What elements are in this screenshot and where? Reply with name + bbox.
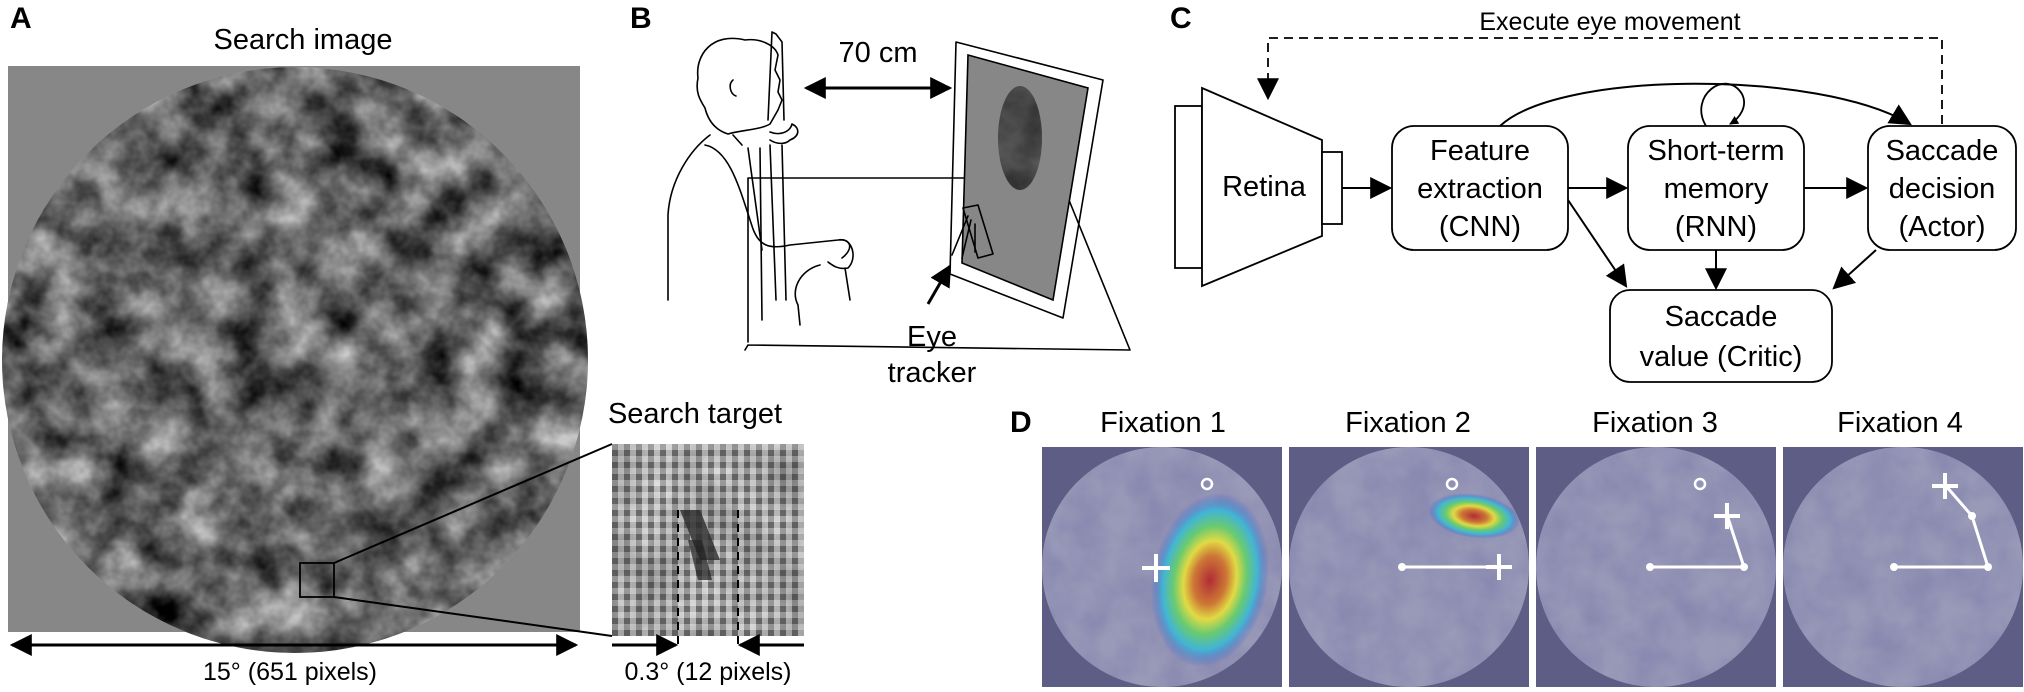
eye-tracker-icon — [951, 204, 994, 259]
fixation-3-title: Fixation 3 — [1592, 407, 1718, 439]
heatmap-blob-2 — [1428, 493, 1520, 539]
memory-label-line3: (RNN) — [1675, 211, 1757, 243]
heatmap-blob-1 — [1150, 492, 1270, 668]
search-image-title: Search image — [214, 24, 393, 56]
panel-c-letter: C — [1170, 2, 1192, 35]
feature-label-line2: extraction — [1417, 173, 1543, 205]
value-label-line1: Saccade — [1665, 301, 1778, 333]
search-image-scale-label: 15° (651 pixels) — [203, 658, 377, 686]
fixation-3-panel: Fixation 3 — [1536, 407, 1776, 687]
retina-label: Retina — [1222, 171, 1307, 203]
saccade-value-block: Saccade value (Critic) — [1609, 289, 1833, 383]
fixation-4-panel: Fixation 4 — [1783, 407, 2023, 687]
fixation-1-title: Fixation 1 — [1100, 407, 1226, 439]
panel-a-letter: A — [10, 2, 32, 35]
eye-tracker-arrow — [926, 264, 952, 305]
fixation-4-title: Fixation 4 — [1837, 407, 1963, 439]
saccade-decision-block: Saccade decision (Actor) — [1867, 125, 2017, 251]
memory-label-line2: memory — [1664, 173, 1769, 205]
participant-figure — [667, 31, 854, 326]
fixation-1-panel: Fixation 1 — [1042, 407, 1282, 687]
value-label-line2: value (Critic) — [1640, 341, 1803, 373]
memory-recurrence-arrow — [1700, 82, 1745, 127]
viewing-distance-label: 70 cm — [839, 37, 918, 69]
search-target-title: Search target — [608, 398, 782, 430]
panel-d-letter: D — [1010, 406, 1032, 439]
decision-label-line3: (Actor) — [1899, 211, 1986, 243]
decision-label-line2: decision — [1889, 173, 1995, 205]
fixation-2-title: Fixation 2 — [1345, 407, 1471, 439]
feature-label-line1: Feature — [1430, 135, 1530, 167]
feature-extraction-block: Feature extraction (CNN) — [1391, 125, 1569, 251]
panel-b: B 70 cm Eye — [630, 2, 1131, 389]
decision-label-line1: Saccade — [1886, 135, 1999, 167]
panel-c: C Execute eye movement Retina Feature ex… — [1170, 2, 2017, 383]
eye-tracker-label-line2: tracker — [888, 357, 977, 389]
monitor-icon — [949, 41, 1104, 319]
memory-label-line1: Short-term — [1648, 135, 1785, 167]
fixation-2-panel: Fixation 2 — [1289, 407, 1529, 687]
target-scale-label: 0.3° (12 pixels) — [624, 658, 791, 686]
search-image — [2, 67, 588, 653]
panel-d: D Fixation 1 Fixation 2 Fixation 3 — [1010, 406, 2023, 687]
short-term-memory-block: Short-term memory (RNN) — [1627, 125, 1805, 251]
execute-eye-movement-loop — [1257, 37, 1943, 124]
panel-b-letter: B — [630, 2, 652, 35]
target-location-box — [299, 562, 335, 598]
panel-a: A Search image 15° (651 pixels) Search t… — [2, 2, 804, 686]
retina-block: Retina — [1174, 86, 1343, 288]
execute-eye-movement-label: Execute eye movement — [1479, 8, 1740, 36]
feature-label-line3: (CNN) — [1439, 211, 1521, 243]
search-target-image — [612, 444, 804, 636]
eye-tracker-label-line1: Eye — [907, 321, 957, 353]
